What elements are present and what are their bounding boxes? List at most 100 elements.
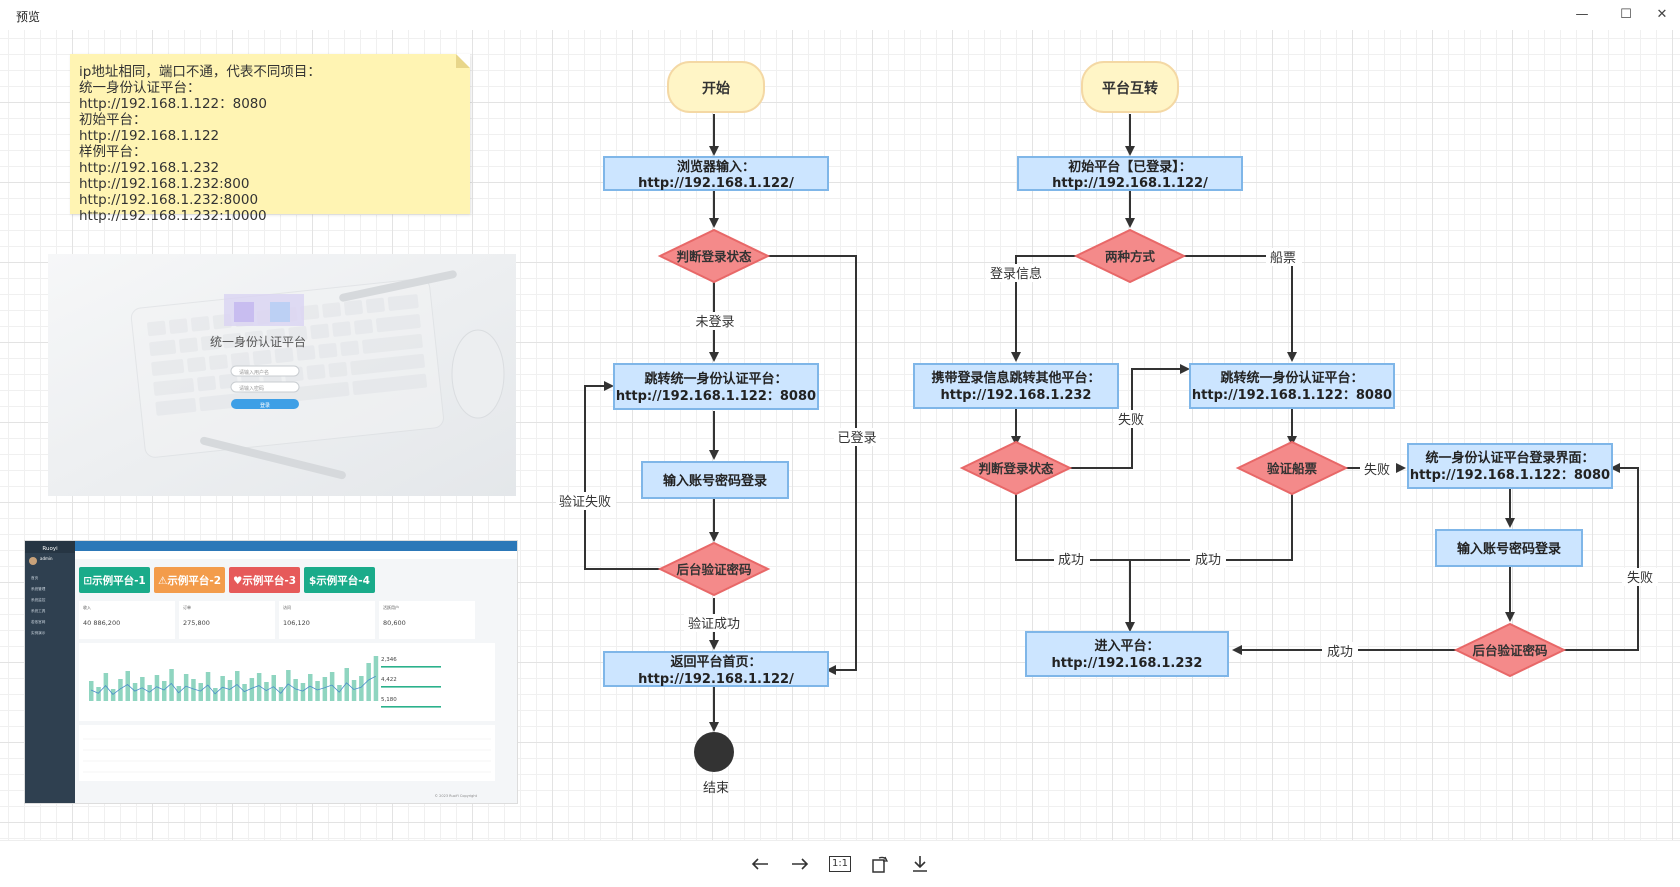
login-page-screenshot: 统一身份认证平台 请输入用户名 请输入密码 登录 [48, 254, 516, 496]
dash-bar [322, 677, 328, 701]
dash-bar [96, 687, 101, 701]
dash-right-bar [381, 706, 441, 708]
node-two-ways-label: 两种方式 [1105, 249, 1156, 264]
dash-bar [183, 674, 189, 701]
maximize-button[interactable]: ☐ [1604, 2, 1648, 26]
dash-user: admin [40, 556, 53, 561]
download-button[interactable] [906, 851, 934, 877]
note-line: 统一身份认证平台： [79, 80, 201, 96]
label-bg [1322, 642, 1358, 660]
dash-card [304, 567, 375, 593]
close-icon: ✕ [1656, 6, 1668, 22]
label-bg [834, 428, 880, 446]
dash-bar [373, 656, 379, 701]
dash-bar [235, 671, 240, 701]
dash-stat-label: 访问 [283, 604, 291, 610]
edge-verify-fail [584, 381, 660, 570]
dash-bar [337, 685, 342, 701]
node-carry-login-l1: 携带登录信息跳转其他平台： [931, 370, 1100, 386]
dash-bar [205, 672, 211, 701]
label-bg [1266, 248, 1302, 266]
edge-twoways-login-info [1011, 255, 1076, 362]
dash-bar [351, 680, 357, 701]
dash-bar [118, 679, 123, 701]
node-return-home-l1: 返回平台首页： [670, 654, 761, 670]
node-jump-auth-l1: 跳转统一身份认证平台： [644, 371, 787, 387]
edge-label-logged: 已登录 [837, 431, 876, 446]
node-backend-verify-label: 后台验证密码 [676, 562, 751, 577]
node-browser-input [603, 156, 829, 191]
dash-right-bar [381, 686, 441, 688]
note-line: http://192.168.1.232 [79, 160, 220, 176]
dash-bar [176, 686, 182, 701]
node-browser-input-l2: http://192.168.1.122/ [638, 176, 794, 191]
note-line: http://192.168.1.232:10000 [79, 208, 267, 224]
edge-verify2-fail [1562, 463, 1639, 651]
edge-label-verify-ok: 验证成功 [688, 616, 740, 632]
dash-bar [132, 683, 138, 701]
close-button[interactable]: ✕ [1640, 2, 1680, 26]
actual-size-button[interactable]: 1:1 [826, 851, 854, 877]
node-jump-auth2-l1: 跳转统一身份认证平台： [1220, 370, 1363, 386]
edge-success-merge [1015, 494, 1293, 561]
node-input-login [641, 461, 789, 499]
next-button[interactable] [786, 851, 814, 877]
dash-bar [147, 685, 152, 701]
dash-right-stat: 5,180 [381, 697, 397, 703]
rotate-button[interactable] [866, 851, 894, 877]
edge-label-success2: 成功 [1195, 553, 1221, 568]
dash-card [79, 567, 150, 593]
note-line: http://192.168.1.122 [79, 128, 220, 144]
dash-footer: © 2023 RuoYi Copyright [435, 794, 478, 798]
node-start-label: 开始 [702, 80, 730, 97]
node-judge-login [657, 228, 771, 284]
node-enter-platform [1025, 631, 1229, 677]
label-bg [1114, 410, 1150, 428]
node-input-login2-label: 输入账号密码登录 [1457, 541, 1561, 557]
node-backend-verify2-label: 后台验证密码 [1472, 643, 1547, 658]
dash-stat-label: 收入 [83, 604, 91, 610]
sticky-note: ip地址相同，端口不通，代表不同项目：统一身份认证平台：http://192.1… [70, 54, 470, 224]
dash-card [154, 567, 225, 593]
dash-bar [220, 676, 225, 701]
node-carry-login [913, 363, 1119, 409]
dash-bar [140, 677, 145, 701]
edge-label-fail1: 失败 [1118, 413, 1144, 428]
dash-bar [271, 675, 276, 701]
dash-bar [249, 678, 255, 701]
dash-bar [89, 681, 94, 701]
label-bg [690, 312, 740, 330]
node-jump-auth2 [1189, 363, 1395, 409]
dash-bar [308, 674, 313, 701]
dash-right-stat: 4,422 [381, 677, 397, 683]
dash-bar [256, 673, 262, 701]
dash-card-label: ♥示例平台-3 [233, 574, 296, 587]
label-bg [1190, 550, 1226, 568]
title-bar: 预览 — ☐ ✕ [0, 0, 1680, 30]
node-judge-login-label: 判断登录状态 [676, 249, 752, 264]
node-judge-login2-label: 判断登录状态 [978, 461, 1054, 476]
node-jump-auth [613, 363, 819, 410]
window-title: 预览 [16, 10, 41, 24]
edge-label-success3: 成功 [1327, 645, 1353, 660]
label-bg [684, 614, 744, 632]
prev-button[interactable] [746, 851, 774, 877]
edge-label-login-info: 登录信息 [990, 266, 1042, 282]
node-init-platform-l2: http://192.168.1.122/ [1052, 176, 1208, 191]
label-bg [986, 264, 1046, 282]
minimize-button[interactable]: — [1560, 2, 1604, 26]
node-carry-login-l2: http://192.168.1.232 [941, 388, 1092, 403]
login-pass-placeholder: 请输入密码 [239, 385, 264, 392]
edge-label-fail3: 失败 [1627, 571, 1653, 586]
dash-bar [169, 669, 174, 701]
node-jump-auth2-l2: http://192.168.1.122：8080 [1192, 388, 1392, 403]
download-icon [913, 856, 927, 872]
node-enter-platform-l2: http://192.168.1.232 [1052, 656, 1203, 671]
dash-card-label: $示例平台-4 [309, 574, 370, 587]
dash-bar [125, 671, 130, 701]
diagram-canvas[interactable]: ip地址相同，端口不通，代表不同项目：统一身份认证平台：http://192.1… [0, 30, 1680, 840]
edge-label-not-logged: 未登录 [695, 315, 734, 330]
dash-right-stat: 2,346 [381, 657, 397, 663]
note-line: http://192.168.1.122：8080 [79, 96, 267, 112]
